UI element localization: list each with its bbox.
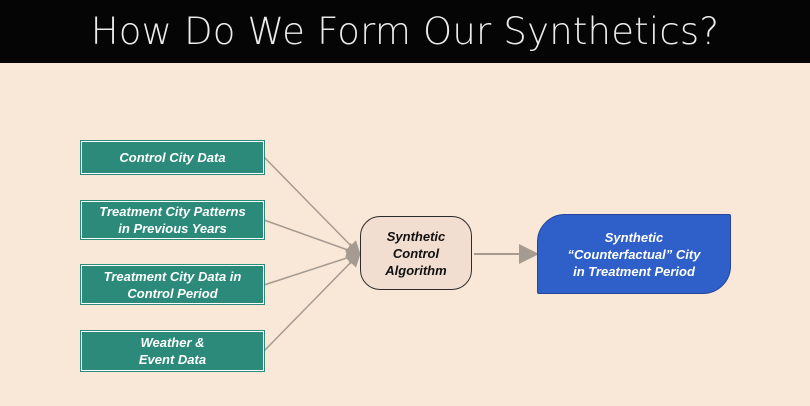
input-weather-event-data: Weather & Event Data xyxy=(81,331,264,371)
input-control-city-data: Control City Data xyxy=(81,141,264,174)
arrow-treatment-city-patterns xyxy=(263,219,362,258)
input-treatment-city-data: Treatment City Data in Control Period xyxy=(81,265,264,304)
synthetic-counterfactual-city: Synthetic “Counterfactual” City in Treat… xyxy=(537,214,731,294)
arrow-control-city-data xyxy=(263,156,362,257)
synthetic-control-algorithm: Synthetic Control Algorithm xyxy=(360,216,472,290)
title-bar: How Do We Form Our Synthetics? xyxy=(0,0,810,63)
arrow-treatment-city-data xyxy=(263,250,362,286)
slide-title: How Do We Form Our Synthetics? xyxy=(90,10,720,53)
input-treatment-city-patterns: Treatment City Patterns in Previous Year… xyxy=(81,201,264,239)
arrow-weather-event-data xyxy=(263,251,362,352)
